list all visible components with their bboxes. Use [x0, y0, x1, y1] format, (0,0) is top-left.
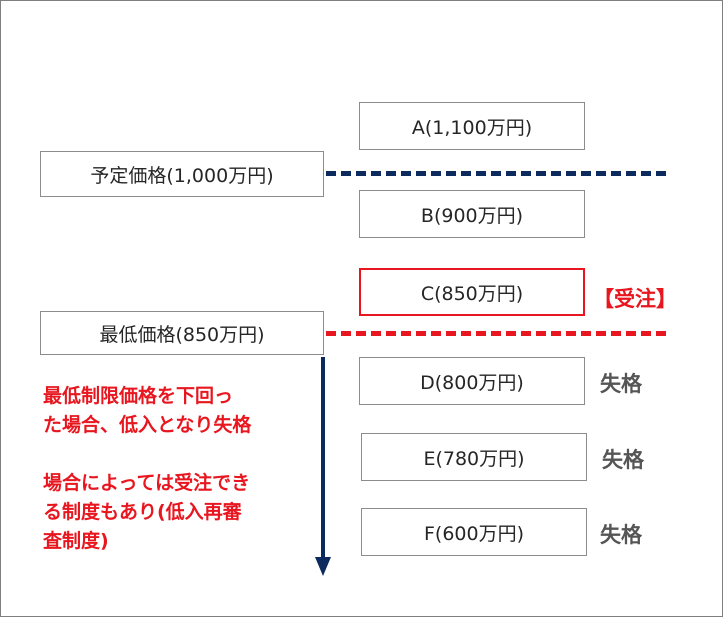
- bid-box-f: F(600万円): [361, 508, 587, 556]
- bid-label-f: F(600万円): [423, 522, 525, 545]
- disqualified-mark-e: 失格: [602, 448, 644, 472]
- bid-box-c: C(850万円): [359, 268, 585, 316]
- note-line-5: 査制度): [43, 530, 109, 552]
- note-gap: [43, 440, 313, 469]
- bid-box-b: B(900万円): [359, 190, 585, 238]
- planned-price-line: [326, 171, 666, 176]
- arrow-head: [315, 557, 331, 576]
- note-line-1: 最低制限価格を下回っ: [43, 385, 234, 407]
- disqualified-mark-d: 失格: [600, 372, 642, 396]
- minimum-price-label: 最低価格(850万円): [99, 323, 265, 346]
- planned-price-label: 予定価格(1,000万円): [90, 164, 274, 187]
- bid-box-d: D(800万円): [359, 357, 585, 405]
- bid-label-c: C(850万円): [420, 282, 524, 305]
- bid-box-e: E(780万円): [361, 433, 587, 481]
- bid-box-a: A(1,100万円): [359, 102, 585, 150]
- note-line-3: 場合によっては受注でき: [43, 472, 251, 494]
- bid-label-e: E(780万円): [423, 447, 525, 470]
- bid-label-a: A(1,100万円): [411, 116, 533, 139]
- planned-price-box: 予定価格(1,000万円): [40, 151, 324, 197]
- note-line-2: た場合、低入となり失格: [43, 414, 252, 436]
- explanation-note: 最低制限価格を下回っ た場合、低入となり失格 場合によっては受注でき る制度もあ…: [43, 382, 313, 556]
- won-mark-c: 【受注】: [593, 287, 677, 311]
- bid-label-b: B(900万円): [420, 204, 524, 227]
- minimum-price-line: [326, 331, 666, 336]
- minimum-price-box: 最低価格(850万円): [40, 311, 324, 355]
- note-line-4: る制度もあり(低入再審: [43, 501, 242, 523]
- disqualified-mark-f: 失格: [600, 523, 642, 547]
- bid-label-d: D(800万円): [420, 371, 524, 394]
